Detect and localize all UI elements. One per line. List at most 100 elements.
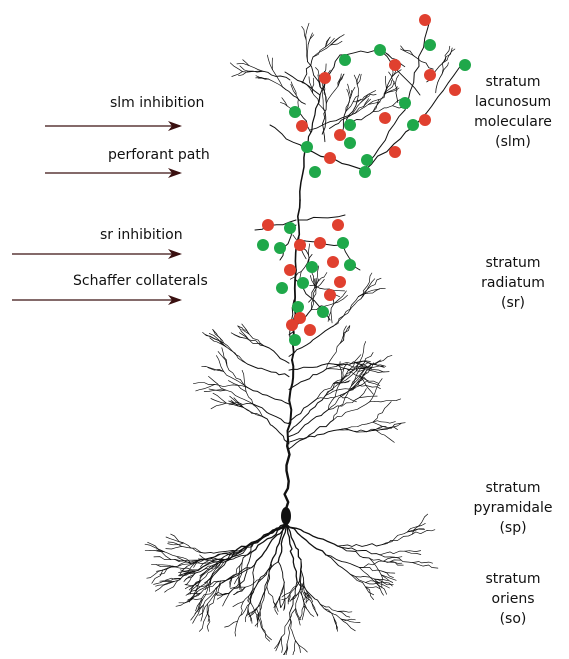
dendrite-branch — [249, 340, 264, 346]
dendrite-branch — [291, 82, 296, 95]
dendrite-branch — [243, 407, 262, 416]
dendrite-branch — [338, 422, 373, 430]
excitatory-synapse — [301, 141, 313, 153]
inhibitory-synapse — [319, 72, 331, 84]
dendrite-branch — [436, 74, 442, 93]
dendrite-branch — [412, 562, 432, 564]
excitatory-synapse — [257, 239, 269, 251]
excitatory-synapse — [317, 306, 329, 318]
dendrite-branch — [171, 534, 184, 543]
layer-sp-line-1: stratum — [453, 478, 569, 498]
dendrite-branch — [355, 389, 366, 400]
inhibitory-synapse — [419, 14, 431, 26]
dendrite-branch — [334, 295, 347, 303]
dendrite-branch — [369, 91, 376, 95]
dendrite-branch — [295, 641, 307, 652]
dendrite-branch — [382, 532, 407, 545]
layer-sp-line-3: (sp) — [453, 518, 569, 538]
dendrite-branch — [358, 288, 385, 296]
dendrite-branch — [373, 402, 391, 423]
layer-sp-line-2: pyramidale — [453, 498, 569, 518]
dendrite-branch — [302, 26, 307, 40]
dendrite-branch — [267, 587, 274, 602]
dendrite-branch — [166, 546, 182, 549]
excitatory-synapse — [359, 166, 371, 178]
dendrite-branch — [304, 606, 314, 617]
excitatory-synapse — [309, 166, 321, 178]
dendrite-branch — [208, 584, 220, 611]
excitatory-synapse — [344, 259, 356, 271]
dendrite-branch — [331, 312, 332, 323]
dendrite-branch — [313, 45, 331, 57]
dendrite-branch — [184, 543, 205, 553]
dendrite-branch — [367, 355, 392, 367]
dendrite-branch — [395, 75, 399, 85]
layer-label-sp: stratum pyramidale (sp) — [453, 478, 569, 538]
dendrite-branch — [380, 551, 405, 555]
dendrite-branch — [326, 555, 360, 568]
dendrite-branch — [284, 582, 285, 598]
inhibitory-synapse — [314, 237, 326, 249]
tuft-branch — [285, 72, 320, 95]
layer-slm-line-3: moleculare — [453, 112, 569, 132]
excitatory-synapse — [306, 261, 318, 273]
excitatory-synapse — [339, 54, 351, 66]
dendrite-branch — [264, 346, 289, 363]
layer-slm-line-4: (slm) — [453, 132, 569, 152]
dendrite-branch — [209, 376, 227, 390]
dendrite-branch — [292, 641, 295, 655]
soma — [281, 507, 291, 525]
dendrite-branch — [263, 417, 290, 444]
dendrite-branch — [289, 369, 327, 390]
excitatory-synapse — [284, 222, 296, 234]
inhibitory-synapse — [324, 152, 336, 164]
dendrite-branch — [242, 370, 246, 391]
dendrite-branch — [334, 291, 346, 303]
dendrite-branch — [230, 63, 242, 72]
dendrite-branch — [265, 563, 271, 591]
inhibitory-synapse — [284, 264, 296, 276]
dendrite-branch — [223, 593, 230, 606]
dendrite-branch — [338, 546, 380, 555]
layer-so-line-3: (so) — [453, 609, 569, 629]
excitatory-synapse — [374, 44, 386, 56]
dendrite-branch — [370, 399, 401, 402]
dendrite-branch — [267, 55, 272, 70]
dendrite-branch — [369, 558, 381, 575]
layer-so-line-2: oriens — [453, 589, 569, 609]
dendrite-branch — [281, 637, 282, 652]
dendrite-branch — [202, 366, 224, 371]
pyramidal-neuron — [145, 20, 465, 655]
dendrite-branch — [278, 562, 284, 583]
dendrite-branch — [286, 524, 297, 581]
excitatory-synapse — [399, 97, 411, 109]
dendrite-branch — [317, 273, 327, 284]
inhibitory-synapse — [424, 69, 436, 81]
dendrite-branch — [295, 641, 300, 653]
dendrite-branch — [225, 621, 238, 627]
dendrite-branch — [235, 621, 238, 636]
dendrite-branch — [274, 598, 280, 608]
dendrite-branch — [248, 364, 290, 377]
dendrite-branch — [334, 618, 338, 632]
layer-slm-line-1: stratum — [453, 72, 569, 92]
dendrite-branch — [211, 399, 227, 404]
dendrite-branch — [289, 430, 338, 442]
excitatory-synapse — [276, 282, 288, 294]
inhibitory-synapse — [304, 324, 316, 336]
dendrite-branch — [357, 84, 358, 100]
dendrite-branch — [196, 384, 215, 391]
dendrite-branch — [306, 23, 309, 40]
dendrite-branch — [359, 568, 376, 583]
dendrite-branch — [348, 84, 351, 96]
inhibitory-synapse — [334, 276, 346, 288]
inhibitory-synapse — [332, 219, 344, 231]
dendrite-branch — [359, 561, 384, 568]
dendrite-branch — [299, 606, 304, 620]
dendrite-branch — [373, 93, 386, 111]
dendrite-branch — [280, 598, 281, 608]
sr-inhibition-label: sr inhibition — [100, 227, 183, 243]
excitatory-synapse — [459, 59, 471, 71]
dendrite-branch — [306, 40, 307, 62]
